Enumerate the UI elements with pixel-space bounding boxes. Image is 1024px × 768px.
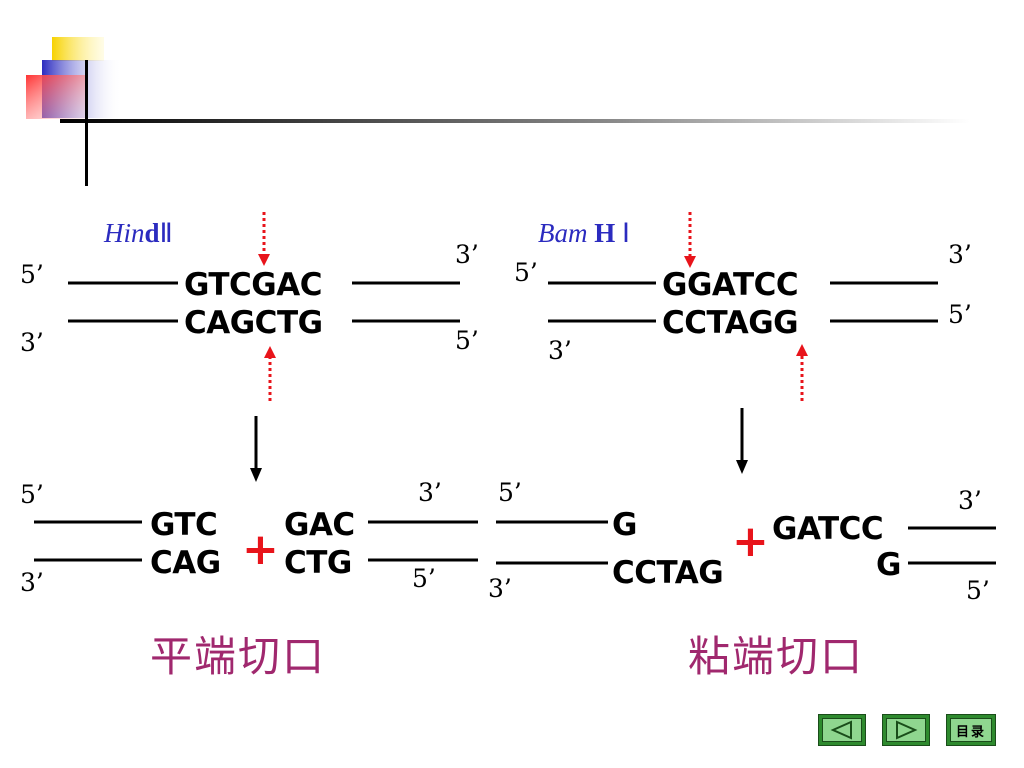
enzyme-name-numeral: Ⅱ: [159, 218, 173, 248]
strand-end-label: 5’: [514, 258, 538, 287]
product-sequence-bottom: CCTAG: [612, 555, 724, 591]
strand-end-label: 3’: [418, 478, 442, 507]
strand-end-label: 3’: [948, 240, 972, 269]
enzyme-name-roman: d: [144, 218, 160, 248]
plus-sign: +: [242, 524, 279, 575]
table-of-contents-button[interactable]: 目录: [946, 714, 996, 746]
product-sequence-bottom: G: [876, 547, 901, 583]
strand-end-label: 5’: [498, 478, 522, 507]
product-sequence-bottom: CTG: [284, 545, 352, 581]
sequence-bottom-strand: CAGCTG: [184, 305, 323, 341]
caption-blunt-end: 平端切口: [150, 632, 327, 681]
enzyme-name-italic: Hin: [104, 218, 145, 248]
product-sequence-top: GAC: [284, 507, 355, 543]
next-slide-button[interactable]: [882, 714, 930, 746]
enzyme-name-bamhi: Bam H Ⅰ: [538, 220, 630, 247]
header-decoration-graphic: [26, 37, 970, 186]
caption-sticky-end: 粘端切口: [688, 632, 865, 681]
header-decoration: [0, 0, 1024, 190]
triangle-left-icon: [830, 720, 852, 740]
table-of-contents-label: 目录: [950, 718, 992, 742]
strand-end-label: 5’: [412, 564, 436, 593]
product-sequence-top: GATCC: [772, 511, 884, 547]
product-sequence-top: GTC: [150, 507, 218, 543]
prev-slide-button[interactable]: [818, 714, 866, 746]
strand-end-label: 5’: [948, 300, 972, 329]
strand-end-label: 3’: [488, 574, 512, 603]
enzyme-name-italic: Bam: [538, 218, 588, 248]
triangle-right-icon: [896, 720, 918, 740]
cut-arrow-top-left: [258, 212, 270, 266]
sequence-top-strand: GTCGAC: [184, 267, 322, 303]
strand-end-label: 3’: [20, 568, 44, 597]
result-arrow-right: [736, 408, 748, 474]
strand-end-label: 5’: [455, 326, 479, 355]
enzyme-name-numeral: Ⅰ: [622, 218, 630, 248]
strand-end-label: 3’: [20, 328, 44, 357]
result-arrow-left: [250, 416, 262, 482]
product-sequence-bottom: CAG: [150, 545, 221, 581]
cut-arrow-bottom-right: [796, 344, 808, 402]
sequence-bottom-strand: CCTAGG: [662, 305, 799, 341]
plus-sign: +: [732, 516, 769, 567]
enzyme-name-hindii: HindⅡ: [104, 220, 173, 247]
strand-end-label: 5’: [20, 480, 44, 509]
strand-end-label: 3’: [548, 336, 572, 365]
strand-end-label: 3’: [958, 486, 982, 515]
sequence-top-strand: GGATCC: [662, 267, 799, 303]
cut-arrow-bottom-left: [264, 346, 276, 402]
strand-end-label: 5’: [20, 260, 44, 289]
cut-arrow-top-right: [684, 212, 696, 268]
strand-end-label: 3’: [455, 240, 479, 269]
strand-end-label: 5’: [966, 576, 990, 605]
product-sequence-top: G: [612, 507, 637, 543]
enzyme-name-roman: H: [594, 218, 616, 248]
